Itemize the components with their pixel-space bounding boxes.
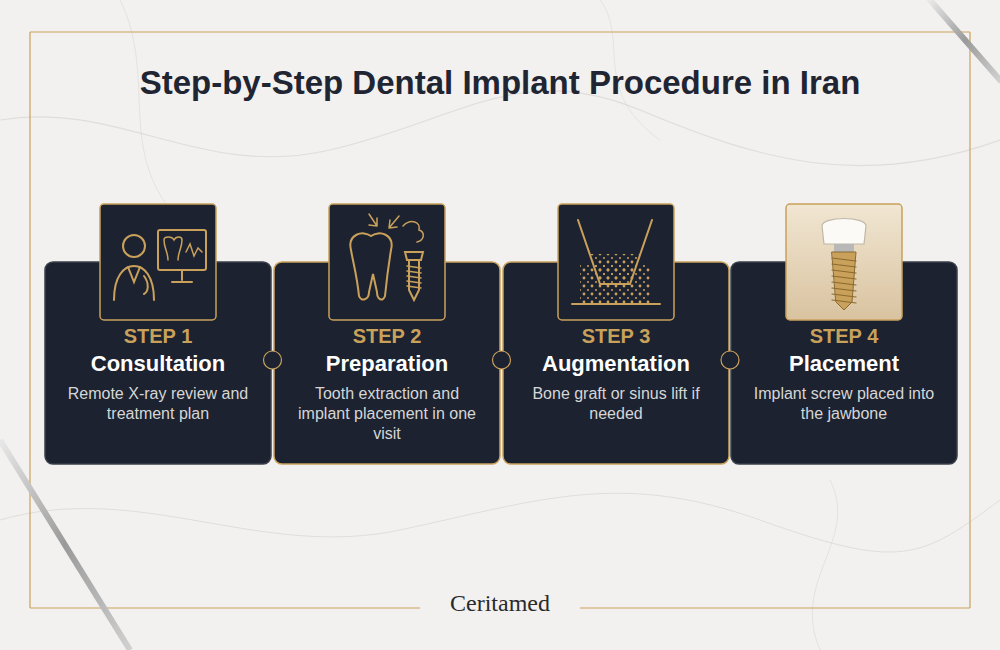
step-heading: Placement (745, 350, 943, 378)
icon-box (329, 204, 445, 320)
step-body: Tooth extraction and implant placement i… (288, 384, 486, 444)
step-number: STEP 3 (517, 324, 715, 348)
step-card: STEP 1ConsultationRemote X-ray review an… (45, 262, 271, 464)
puzzle-tab (493, 351, 511, 369)
icon-box (100, 204, 216, 320)
step-body: Remote X-ray review and treatment plan (59, 384, 257, 424)
brand-label: Ceritamed (440, 590, 560, 617)
step-heading: Consultation (59, 350, 257, 378)
puzzle-tab (721, 351, 739, 369)
step-heading: Augmentation (517, 350, 715, 378)
gold-frame (30, 32, 970, 608)
step-card: STEP 2PreparationTooth extraction and im… (274, 262, 500, 464)
step-heading: Preparation (288, 350, 486, 378)
implant-icon (822, 219, 866, 311)
icon-box (786, 204, 902, 320)
step-body: Bone graft or sinus lift if needed (517, 384, 715, 424)
card-shape (503, 262, 729, 464)
doctor-icon (114, 230, 206, 300)
step-card: STEP 3AugmentationBone graft or sinus li… (503, 262, 729, 464)
step-number: STEP 2 (288, 324, 486, 348)
extraction-icon (350, 214, 423, 300)
icon-layer (100, 204, 902, 320)
bone-graft-icon (572, 220, 660, 304)
puzzle-tab (264, 351, 282, 369)
step-number: STEP 1 (59, 324, 257, 348)
title: Step-by-Step Dental Implant Procedure in… (40, 64, 960, 102)
step-body: Implant screw placed into the jawbone (745, 384, 943, 424)
step-card: STEP 4PlacementImplant screw placed into… (731, 262, 957, 464)
step-number: STEP 4 (745, 324, 943, 348)
icon-box (558, 204, 674, 320)
